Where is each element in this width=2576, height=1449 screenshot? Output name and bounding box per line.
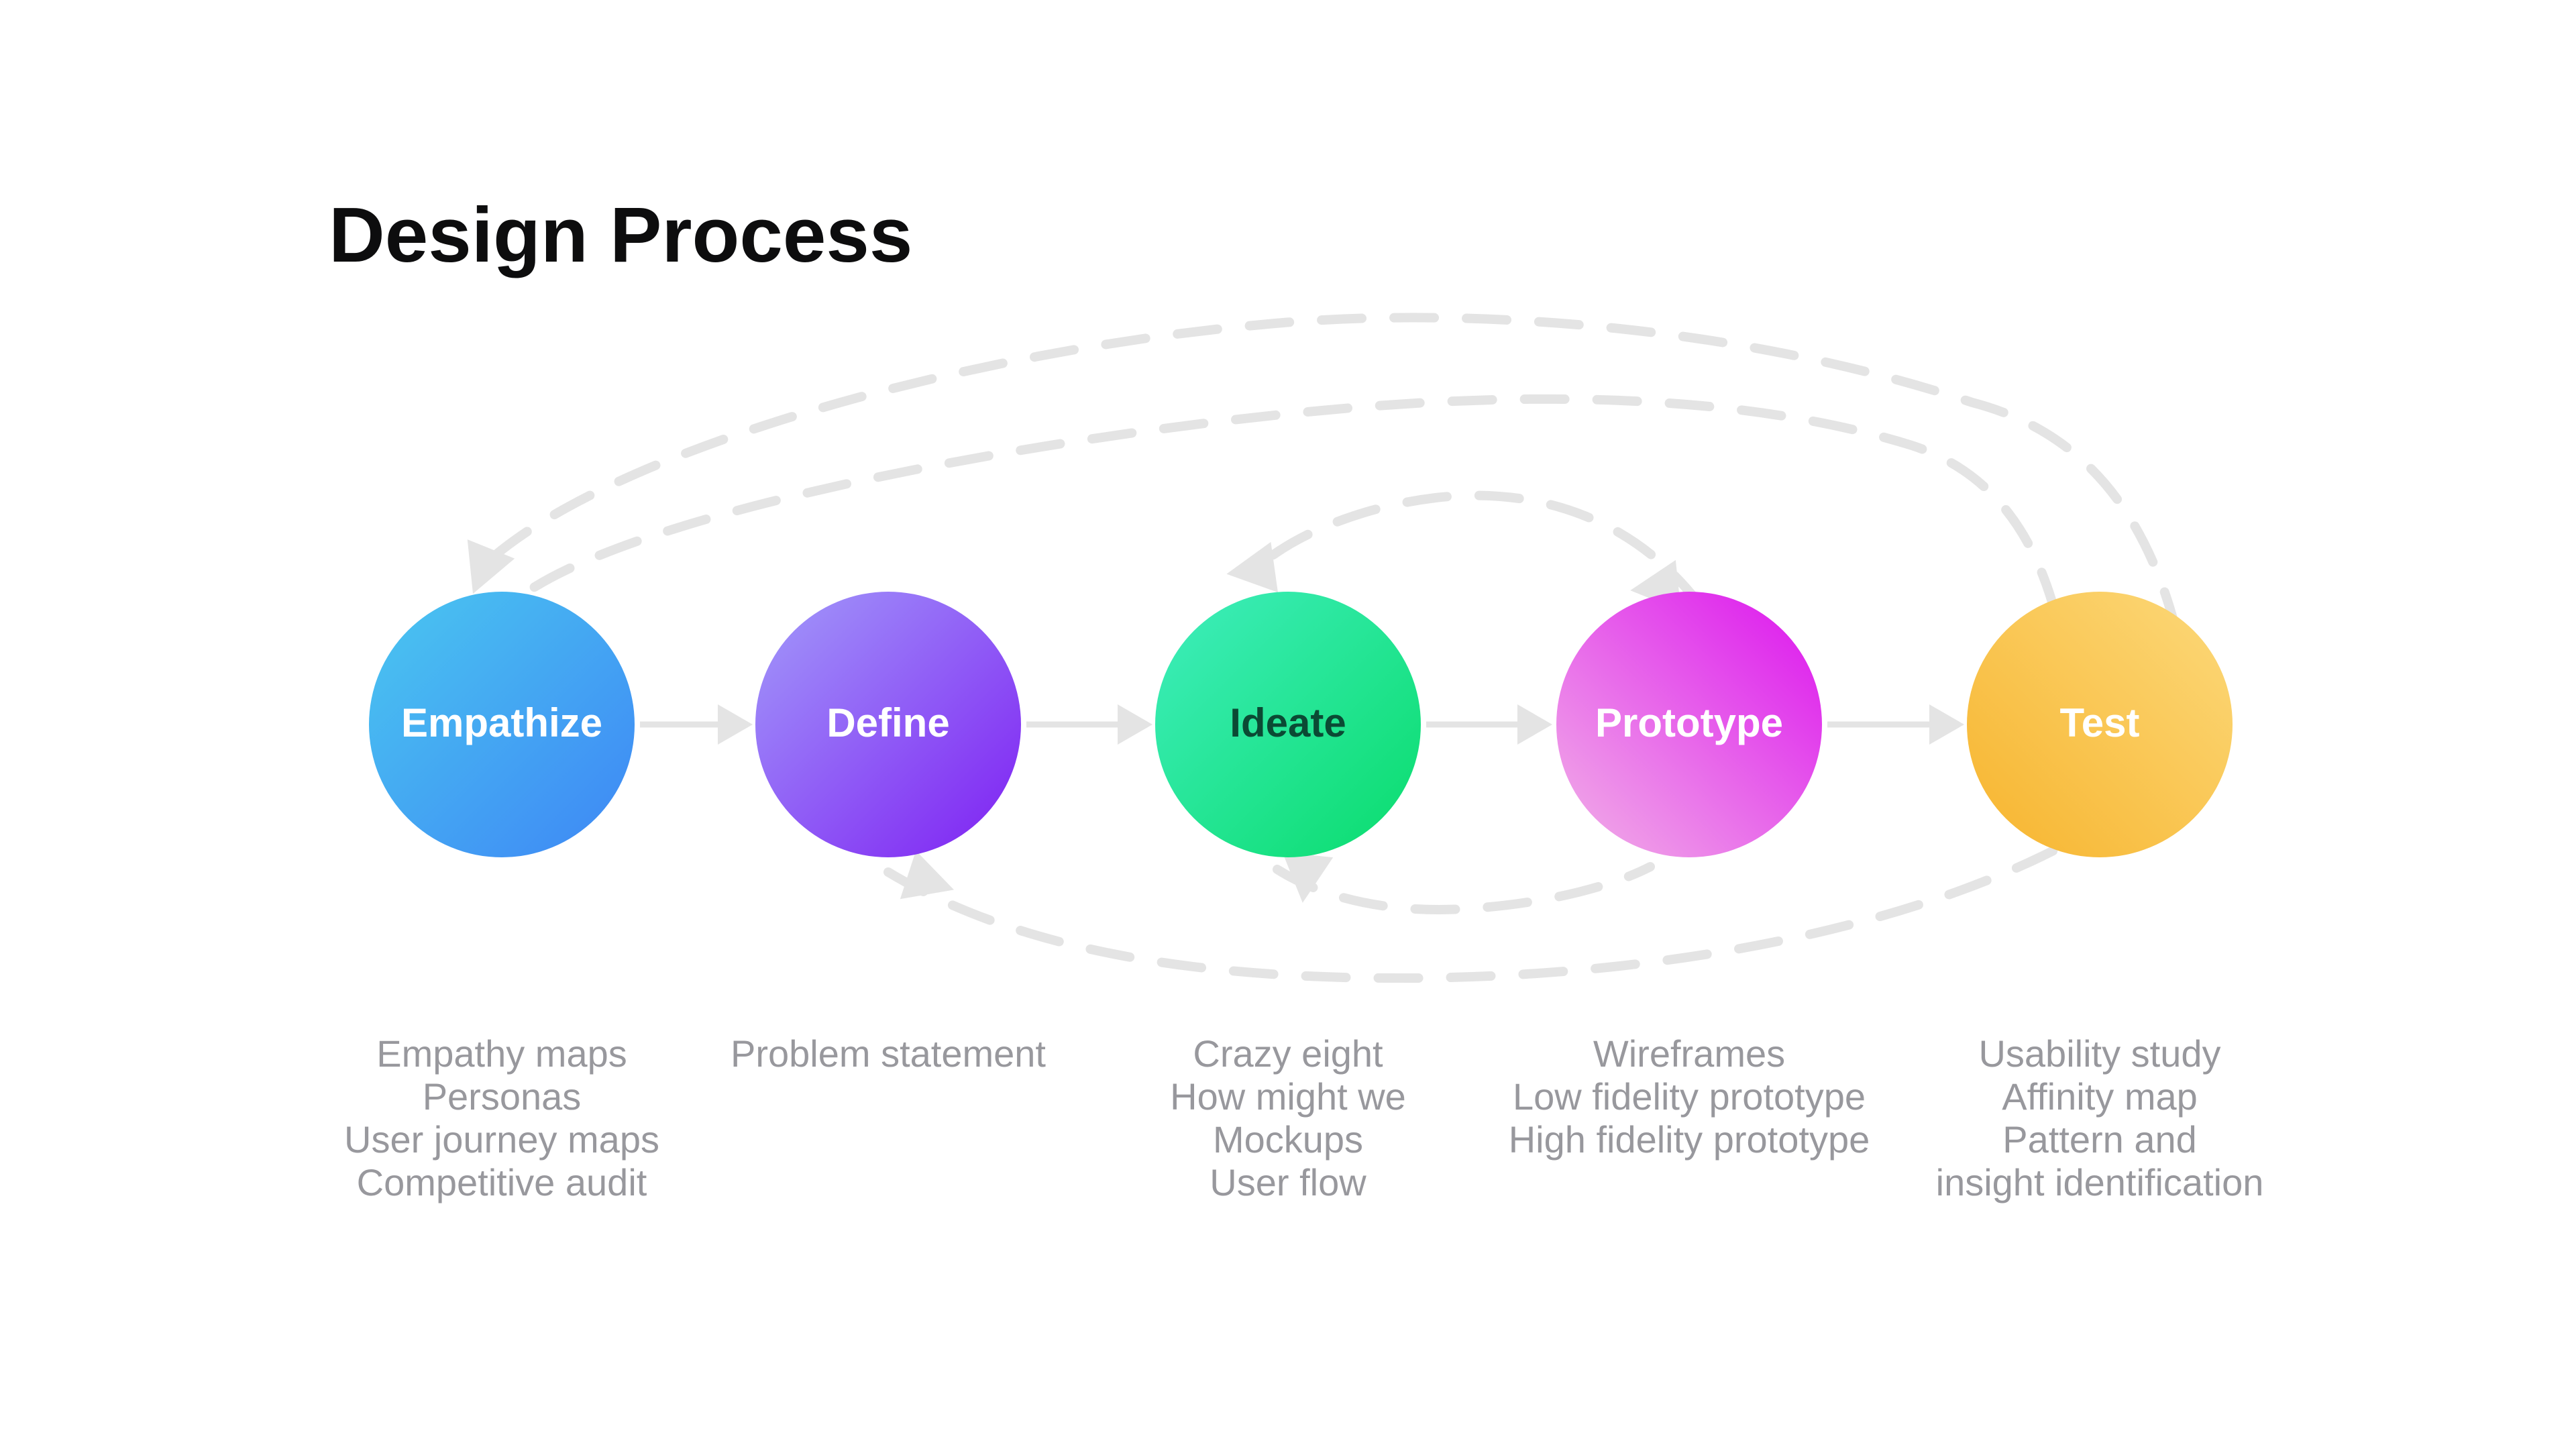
method-line: High fidelity prototype	[1508, 1119, 1870, 1161]
page-title: Design Process	[329, 192, 913, 279]
method-line: Affinity map	[2002, 1076, 2198, 1118]
ideate-methods: Crazy eight How might we Mockups User fl…	[1073, 1033, 1503, 1205]
test-circle: Test	[1967, 592, 2233, 857]
prototype-methods: Wireframes Low fidelity prototype High f…	[1474, 1033, 1904, 1162]
method-line: Empathy maps	[376, 1033, 627, 1075]
method-line: Low fidelity prototype	[1512, 1076, 1866, 1118]
method-line: Problem statement	[731, 1033, 1046, 1075]
define-methods: Problem statement	[674, 1033, 1103, 1076]
define-circle: Define	[755, 592, 1021, 857]
empathize-circle: Empathize	[369, 592, 635, 857]
method-line: Competitive audit	[356, 1162, 647, 1203]
method-line: User journey maps	[344, 1119, 659, 1161]
method-line: insight identification	[1935, 1162, 2264, 1203]
method-line: User flow	[1210, 1162, 1366, 1203]
define-label: Define	[826, 702, 950, 746]
connector-arrowhead-test	[1929, 704, 1964, 745]
ideate-circle: Ideate	[1155, 592, 1421, 857]
loop-arc-inner-top	[1251, 490, 1706, 611]
loop-arrowhead-into-ideate-top	[1226, 541, 1278, 593]
loop-arc-outer-top	[481, 313, 2181, 635]
connector-arrowhead-ideate	[1118, 704, 1152, 745]
loop-arrowhead-into-empathize	[467, 539, 515, 594]
ideate-label: Ideate	[1230, 702, 1346, 746]
test-label: Test	[2059, 702, 2140, 746]
loop-arc-outer-bottom	[883, 838, 2074, 983]
method-line: Pattern and	[2002, 1119, 2197, 1161]
loop-arc-inner-bottom	[1273, 862, 1655, 914]
test-methods: Usability study Affinity map Pattern and…	[1885, 1033, 2314, 1205]
empathize-methods: Empathy maps Personas User journey maps …	[287, 1033, 716, 1205]
method-line: How might we	[1170, 1076, 1406, 1118]
method-line: Personas	[422, 1076, 582, 1118]
prototype-circle: Prototype	[1556, 592, 1822, 857]
method-line: Usability study	[1978, 1033, 2221, 1075]
empathize-label: Empathize	[400, 702, 603, 746]
method-line: Mockups	[1212, 1119, 1364, 1161]
connector-arrowhead-define	[718, 704, 753, 745]
loop-arc-middle-top	[513, 394, 2074, 686]
prototype-label: Prototype	[1595, 702, 1783, 746]
method-line: Crazy eight	[1193, 1033, 1383, 1075]
loop-arrowhead-below-ideate	[1282, 852, 1334, 903]
loop-arrowhead-below-define	[900, 850, 955, 900]
method-line: Wireframes	[1593, 1033, 1786, 1075]
connector-arrowhead-prototype	[1517, 704, 1552, 745]
